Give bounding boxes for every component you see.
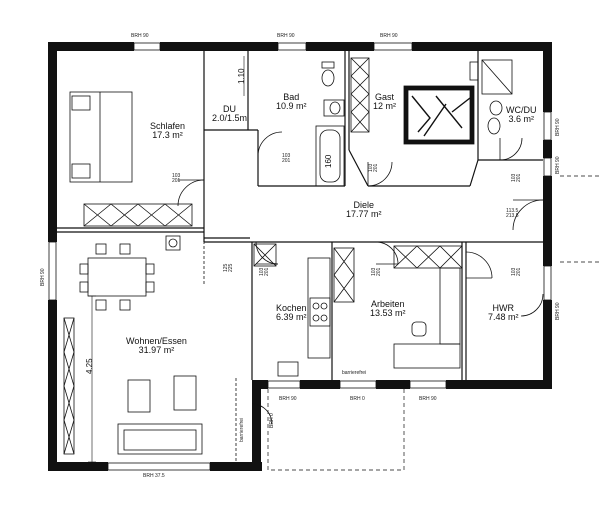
window-openings: [48, 42, 552, 471]
door-height: 201: [282, 158, 291, 165]
room-area: 17.77 m²: [346, 209, 382, 220]
room-label-du: DU 2.0/1.5m: [212, 104, 248, 124]
room-area: 7.48 m²: [488, 312, 519, 323]
annotation-barrierefrei-2: barrierefrei: [239, 417, 245, 442]
room-area: 31.97 m²: [138, 345, 175, 356]
gast-furniture: [350, 57, 479, 145]
door-height: 201: [376, 267, 383, 276]
window-label-left: BRH 90: [40, 268, 46, 286]
schlafen-furniture: [69, 91, 193, 227]
room-label-gast: Gast 12 m²: [373, 92, 397, 112]
door-swings: [177, 131, 544, 425]
room-name: Gast: [375, 92, 395, 102]
room-area: 12 m²: [373, 101, 397, 112]
window-label-right-1: BRH 90: [555, 118, 561, 136]
room-area: 6.39 m²: [276, 312, 307, 323]
dimension-du-height: 1.10: [237, 68, 246, 84]
window-label-right-2: BRH 90: [555, 156, 561, 174]
door-height: 201: [516, 173, 523, 182]
door-width: 113.5: [506, 208, 519, 214]
window-label-top-3: BRH 90: [380, 33, 398, 39]
door-width: 103: [282, 153, 291, 159]
door-height: 201: [373, 163, 380, 172]
wohnen-furniture: [63, 235, 237, 462]
door-label-arbeiten: 103 201: [371, 267, 383, 276]
room-area: 17.3 m²: [152, 130, 183, 141]
room-area: 3.6 m²: [508, 114, 534, 125]
door-label-wohnen: 125 225: [223, 263, 235, 272]
dimension-tub: 160: [324, 154, 333, 168]
room-label-wohnen: Wohnen/Essen 31.97 m²: [126, 336, 187, 356]
room-name: Bad: [283, 92, 300, 102]
room-name: Kochen: [276, 303, 307, 313]
door-label-bad: 103 201: [282, 153, 291, 165]
room-area: 13.53 m²: [370, 308, 406, 319]
room-name: Schlafen: [150, 121, 186, 131]
door-label-gast: 103 201: [368, 163, 380, 172]
window-label-top-1: BRH 90: [131, 33, 149, 39]
room-name: Arbeiten: [371, 299, 405, 309]
door-label-wc: 103 201: [511, 173, 523, 182]
door-label-schlafen: 103 201: [172, 173, 181, 185]
room-label-hwr: HWR 7.48 m²: [488, 303, 519, 323]
room-name: DU: [223, 104, 237, 114]
room-name: HWR: [492, 303, 515, 313]
door-height: 201: [516, 267, 523, 276]
room-label-diele: Diele 17.77 m²: [346, 200, 382, 220]
window-label-bottom-mid-2: BRH 0: [350, 396, 365, 402]
window-label-door-vert: BRH 0: [269, 413, 275, 428]
room-label-wc: WC/DU 3.6 m²: [506, 105, 537, 125]
annotation-barrierefrei-1: barrierefrei: [342, 370, 367, 376]
room-label-kochen: Kochen 6.39 m²: [276, 303, 307, 323]
door-label-kochen: 103 201: [259, 267, 271, 276]
door-height: 213.5: [506, 213, 519, 220]
interior-walls: [57, 51, 543, 380]
room-area: 10.9 m²: [276, 101, 307, 112]
door-label-hwr-b: 103 201: [511, 267, 523, 276]
room-label-arbeiten: Arbeiten 13.53 m²: [370, 299, 406, 319]
room-name: Diele: [353, 200, 375, 210]
door-height: 201: [172, 178, 181, 185]
window-label-bottom-mid-3: BRH 90: [419, 396, 437, 402]
room-label-schlafen: Schlafen 17.3 m²: [150, 121, 186, 141]
room-area: 2.0/1.5m: [212, 113, 248, 124]
dimension-lines: [88, 56, 245, 463]
bad-fixtures: [315, 61, 345, 187]
window-label-right-3: BRH 90: [555, 302, 561, 320]
door-height: 201: [264, 267, 271, 276]
kochen-furniture: [253, 243, 331, 377]
arbeiten-furniture: [333, 245, 463, 369]
window-label-top-2: BRH 90: [277, 33, 295, 39]
door-height: 225: [228, 263, 235, 272]
room-name: Wohnen/Essen: [126, 336, 187, 346]
dimension-wohnen-width: 4.25: [85, 358, 94, 374]
door-width: 103: [172, 173, 181, 179]
terrace-outlines: [267, 175, 600, 471]
room-name: WC/DU: [506, 105, 537, 115]
wc-fixtures: [481, 59, 513, 135]
window-label-bottom-mid-1: BRH 90: [279, 396, 297, 402]
window-label-bottom-left: BRH 37.5: [143, 473, 165, 479]
room-label-bad: Bad 10.9 m²: [276, 92, 307, 112]
exterior-walls: [48, 42, 552, 471]
door-label-hwr-a: 113.5 213.5: [506, 208, 519, 220]
